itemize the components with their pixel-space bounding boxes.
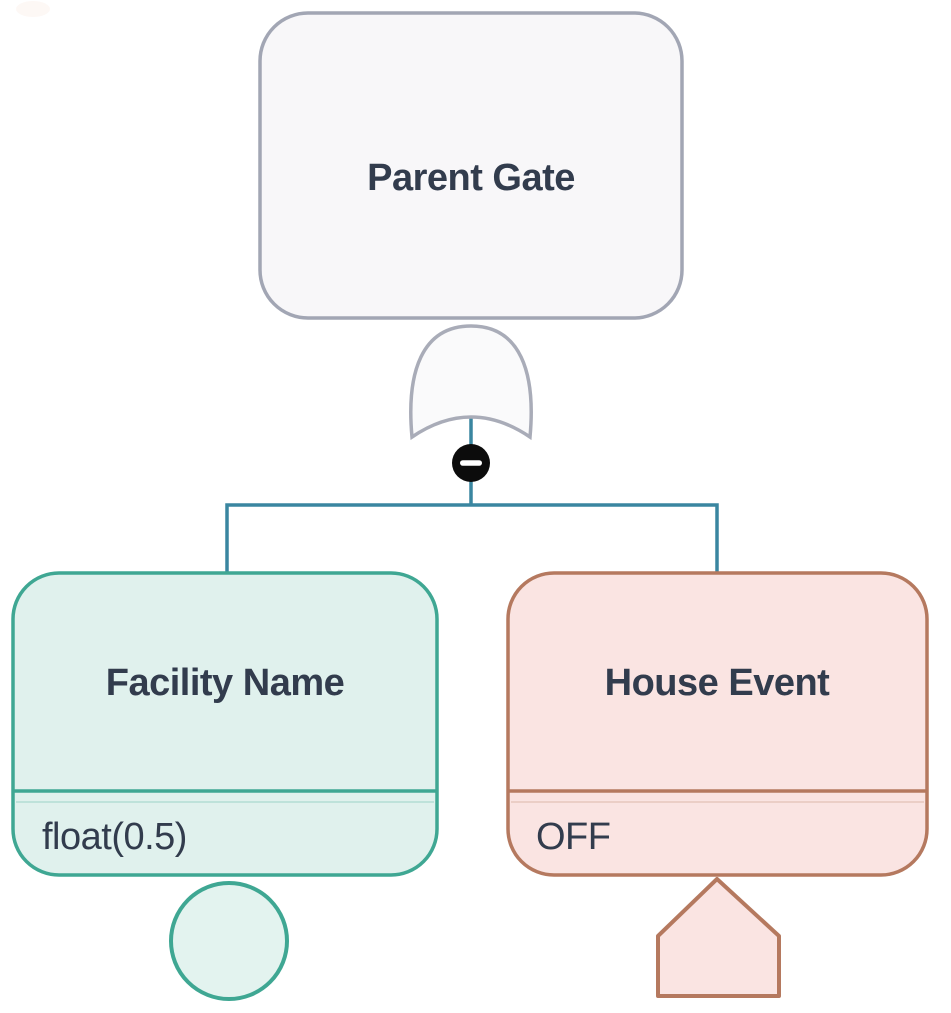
scan-artifact — [16, 1, 50, 17]
node-house-event[interactable]: House Event OFF — [506, 571, 929, 877]
house-event-house-icon[interactable] — [656, 877, 781, 998]
connector-branch — [225, 503, 719, 575]
node-parent-gate[interactable] — [258, 11, 684, 320]
node-basic-event[interactable]: Facility Name float(0.5) — [11, 571, 439, 877]
collapse-button[interactable] — [452, 444, 490, 482]
basic-event-circle-icon[interactable] — [169, 881, 289, 1001]
house-event-value: OFF — [536, 816, 610, 858]
parent-gate-label: Parent Gate — [367, 157, 575, 199]
house-event-label: House Event — [605, 662, 831, 704]
basic-event-value: float(0.5) — [42, 816, 187, 858]
minus-icon — [460, 460, 482, 466]
basic-event-box[interactable] — [11, 571, 439, 877]
house-event-box[interactable] — [506, 571, 929, 877]
basic-event-label: Facility Name — [106, 662, 345, 704]
connector-group — [225, 408, 719, 575]
or-gate-icon[interactable] — [409, 324, 533, 441]
